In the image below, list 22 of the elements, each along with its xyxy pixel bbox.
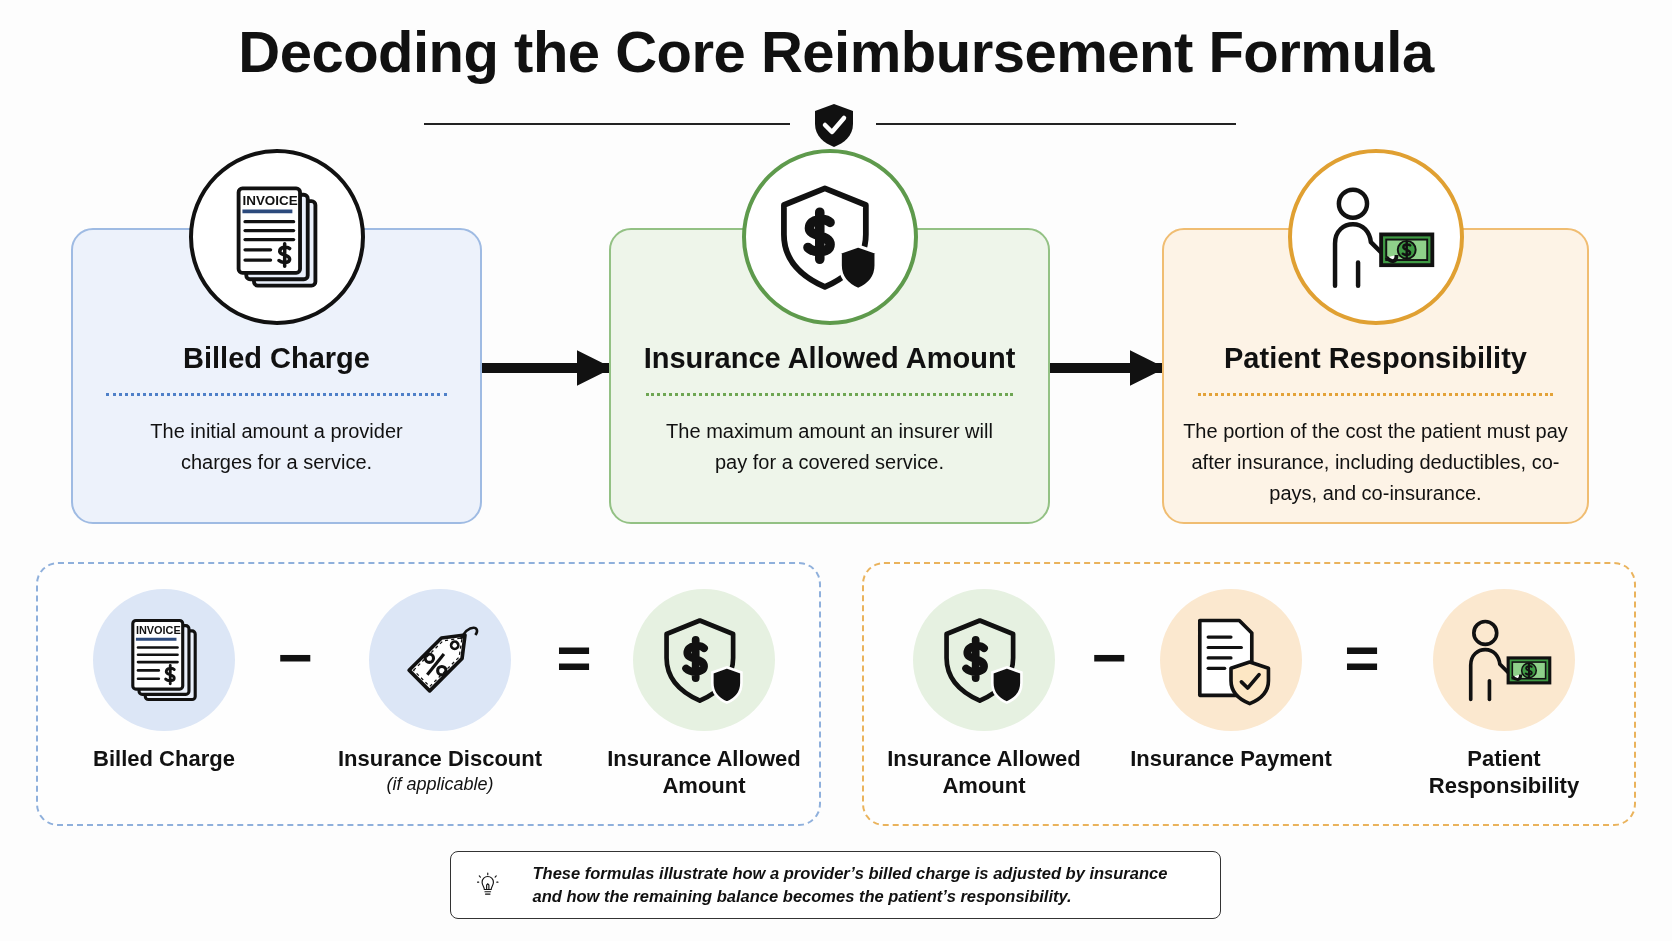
- card-description: The maximum amount an insurer will pay for a covered service.: [665, 419, 994, 475]
- term-label: Patient Responsibility: [1427, 745, 1581, 799]
- card-description: The initial amount a provider charges for a service.: [149, 419, 404, 475]
- math-sign: −: [277, 628, 313, 688]
- term-label: Insurance Allowed Amount: [606, 745, 802, 799]
- card-description: The portion of the cost the patient must pay after insurance, including deductibles, co-pays, and co-insurance.: [1182, 419, 1569, 506]
- dashed-panel: [862, 562, 1636, 826]
- math-sign: −: [1091, 628, 1127, 688]
- term-label: Insurance Discount: [337, 745, 543, 772]
- term-note: (if applicable): [386, 774, 494, 795]
- term-label: Insurance Payment: [1130, 745, 1332, 772]
- card-heading: Patient Responsibility: [1224, 342, 1527, 375]
- term-label: Insurance Allowed Amount: [886, 745, 1082, 799]
- note-text: These formulas illustrate how a provider’s billed charge is adjusted by insurance and how the remaining balance becomes the patient’s responsibility.: [532, 863, 1169, 907]
- card-heading: Insurance Allowed Amount: [643, 342, 1016, 375]
- math-sign: =: [556, 628, 592, 688]
- diagram-title: Decoding the Core Reimbursement Formula: [237, 18, 1436, 85]
- dashed-panel: [36, 562, 821, 826]
- term-label: Billed Charge: [93, 745, 235, 772]
- note-box: [450, 851, 1221, 919]
- math-sign: =: [1344, 628, 1380, 688]
- card-heading: Billed Charge: [183, 342, 370, 375]
